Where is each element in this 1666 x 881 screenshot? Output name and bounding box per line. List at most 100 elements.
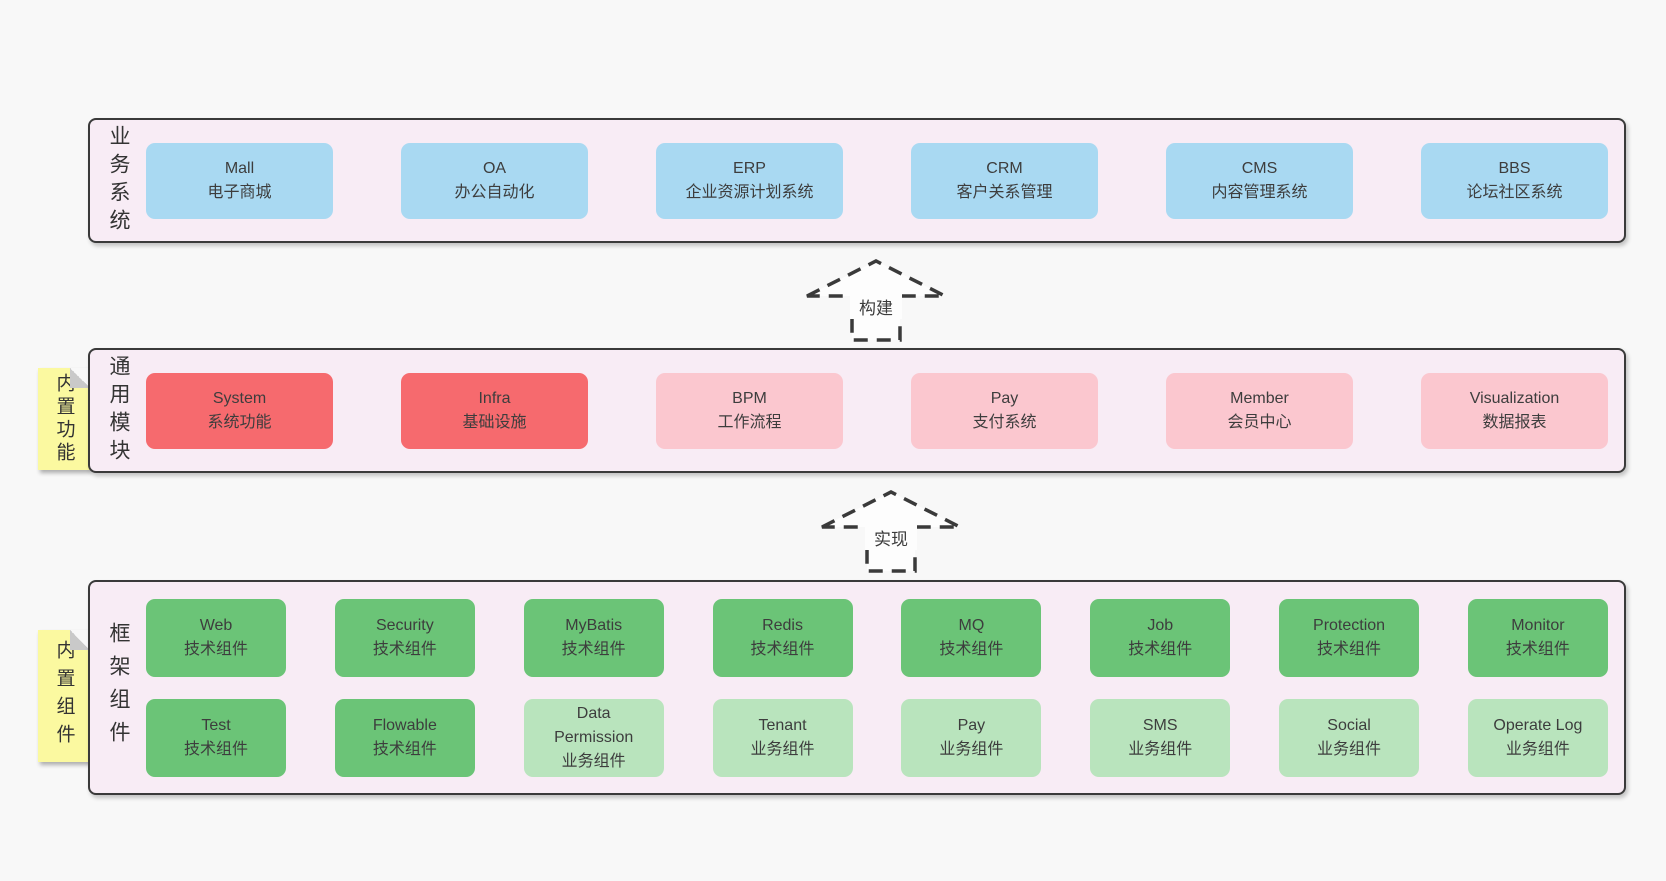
box-title: Protection <box>1313 616 1386 634</box>
box-visualization: Visualization 数据报表 <box>1421 372 1608 449</box>
box-title: Security <box>375 616 434 634</box>
box-bpm: BPM 工作流程 <box>656 372 843 449</box>
sticky-note-label: 内置功能 <box>53 373 75 465</box>
box-mq: MQ 技术组件 <box>901 598 1042 677</box>
box-row: Web 技术组件 Security 技术组件 MyBatis 技术组件 Redi… <box>146 598 1608 677</box>
box-subtitle: 技术组件 <box>183 740 248 758</box>
section-label: 框架组件 <box>90 582 142 793</box>
box-title: Job <box>1147 616 1174 634</box>
box-tenant: Tenant 业务组件 <box>712 698 853 777</box>
box-subtitle: 业务组件 <box>1505 740 1570 758</box>
box-subtitle: 会员中心 <box>1227 413 1292 431</box>
box-title: Pay <box>957 716 986 734</box>
box-subtitle: 客户关系管理 <box>956 183 1053 201</box>
section-label: 业务系统 <box>90 120 142 241</box>
box-subtitle: 技术组件 <box>183 640 248 658</box>
arrow-label: 构建 <box>859 299 893 318</box>
box-title: Test <box>201 716 231 734</box>
box-row: System 系统功能 Infra 基础设施 BPM 工作流程 Pay 支付系统… <box>142 350 1624 471</box>
box-pay-system: Pay 支付系统 <box>911 372 1098 449</box>
box-subtitle: 企业资源计划系统 <box>685 183 814 201</box>
box-cms: CMS 内容管理系统 <box>1166 142 1353 219</box>
box-security: Security 技术组件 <box>334 598 475 677</box>
box-subtitle: 技术组件 <box>750 640 815 658</box>
box-subtitle: 技术组件 <box>372 740 437 758</box>
box-data-permission: Data Permission 业务组件 <box>523 698 664 777</box>
box-title: Redis <box>762 616 803 634</box>
box-web: Web 技术组件 <box>146 598 286 677</box>
box-job: Job 技术组件 <box>1090 598 1231 677</box>
box-oa: OA 办公自动化 <box>401 142 588 219</box>
box-subtitle: 技术组件 <box>1317 640 1382 658</box>
box-title: Data Permission <box>554 704 634 746</box>
box-subtitle: 论坛社区系统 <box>1466 183 1563 201</box>
box-row: Test 技术组件 Flowable 技术组件 Data Permission … <box>146 698 1608 777</box>
box-title: MQ <box>958 616 985 634</box>
section-framework-components: 框架组件 Web 技术组件 Security 技术组件 MyBatis 技术组件… <box>88 580 1626 795</box>
box-mall: Mall 电子商城 <box>146 142 333 219</box>
box-subtitle: 业务组件 <box>561 752 626 770</box>
section-label: 通用模块 <box>90 350 142 471</box>
arrow-label-bg <box>865 524 917 550</box>
section-label-text: 框架组件 <box>107 621 130 754</box>
box-subtitle: 业务组件 <box>939 740 1004 758</box>
box-title: Mall <box>224 159 255 177</box>
box-redis: Redis 技术组件 <box>712 598 853 677</box>
box-subtitle: 基础设施 <box>462 413 527 431</box>
box-title: ERP <box>733 159 766 177</box>
box-title: OA <box>482 159 507 177</box>
box-subtitle: 技术组件 <box>372 640 437 658</box>
box-subtitle: 工作流程 <box>717 413 782 431</box>
arrow-label: 实现 <box>874 530 908 549</box>
arrow-label-bg <box>850 293 902 319</box>
box-protection: Protection 技术组件 <box>1279 598 1420 677</box>
box-title: BPM <box>732 389 767 407</box>
box-subtitle: 技术组件 <box>1128 640 1193 658</box>
box-grid: Web 技术组件 Security 技术组件 MyBatis 技术组件 Redi… <box>142 582 1624 793</box>
section-common-modules: 通用模块 System 系统功能 Infra 基础设施 BPM 工作流程 Pay… <box>88 348 1626 473</box>
box-title: Pay <box>990 389 1019 407</box>
section-label-text: 通用模块 <box>107 354 130 467</box>
box-subtitle: 数据报表 <box>1482 413 1547 431</box>
box-pay-component: Pay 业务组件 <box>901 698 1042 777</box>
box-subtitle: 支付系统 <box>972 413 1037 431</box>
box-title: MyBatis <box>565 616 623 634</box>
box-subtitle: 业务组件 <box>750 740 815 758</box>
box-system: System 系统功能 <box>146 372 333 449</box>
box-subtitle: 系统功能 <box>207 413 272 431</box>
box-title: System <box>212 389 267 407</box>
box-infra: Infra 基础设施 <box>401 372 588 449</box>
box-title: Operate Log <box>1493 716 1583 734</box>
box-title: Web <box>199 616 233 634</box>
box-test: Test 技术组件 <box>146 698 286 777</box>
box-bbs: BBS 论坛社区系统 <box>1421 142 1608 219</box>
box-erp: ERP 企业资源计划系统 <box>656 142 843 219</box>
box-subtitle: 业务组件 <box>1128 740 1193 758</box>
box-subtitle: 办公自动化 <box>454 183 535 201</box>
dashed-up-arrow-build: 构建 <box>806 259 946 342</box>
sticky-note-builtin-components: 内置组件 <box>38 630 90 762</box>
box-title: CRM <box>986 159 1023 177</box>
box-title: Social <box>1327 716 1371 734</box>
box-social: Social 业务组件 <box>1279 698 1420 777</box>
box-flowable: Flowable 技术组件 <box>334 698 475 777</box>
box-title: SMS <box>1142 716 1178 734</box>
box-subtitle: 技术组件 <box>1505 640 1570 658</box>
box-title: Visualization <box>1469 389 1560 407</box>
box-sms: SMS 业务组件 <box>1090 698 1231 777</box>
box-title: Infra <box>478 389 511 407</box>
box-subtitle: 电子商城 <box>207 183 272 201</box>
box-row: Mall 电子商城 OA 办公自动化 ERP 企业资源计划系统 CRM 客户关系… <box>142 120 1624 241</box>
sticky-note-label: 内置组件 <box>53 640 75 752</box>
box-mybatis: MyBatis 技术组件 <box>523 598 664 677</box>
box-title: BBS <box>1498 159 1531 177</box>
box-member: Member 会员中心 <box>1166 372 1353 449</box>
box-title: Member <box>1230 389 1289 407</box>
box-title: Monitor <box>1511 616 1565 634</box>
box-subtitle: 业务组件 <box>1317 740 1382 758</box>
box-crm: CRM 客户关系管理 <box>911 142 1098 219</box>
box-monitor: Monitor 技术组件 <box>1467 598 1608 677</box>
box-subtitle: 技术组件 <box>561 640 626 658</box>
dashed-up-arrow-implement: 实现 <box>821 490 961 573</box>
box-title: CMS <box>1241 159 1278 177</box>
